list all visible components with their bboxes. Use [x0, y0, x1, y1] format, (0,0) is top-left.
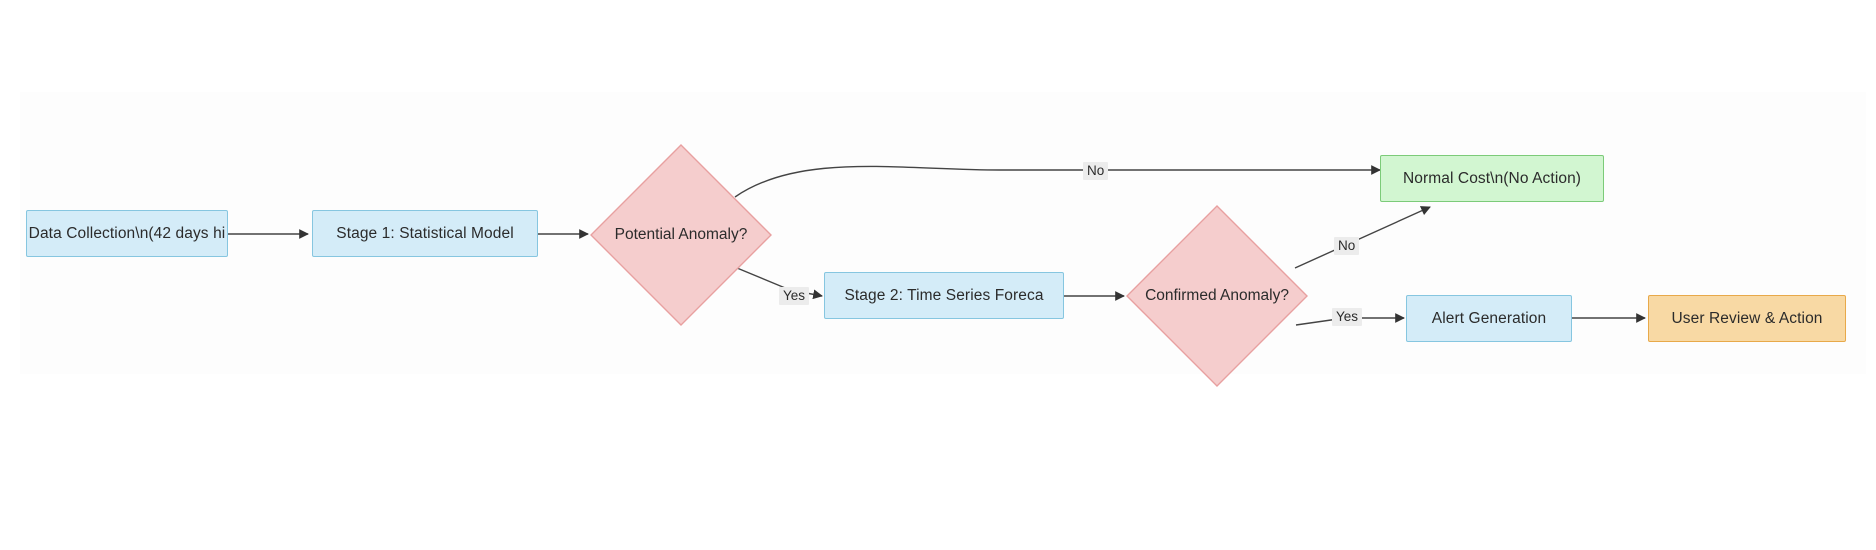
- node-confirmed-anomaly[interactable]: Confirmed Anomaly?: [1124, 203, 1310, 389]
- node-alert-generation-label: Alert Generation: [1431, 309, 1547, 327]
- edge-label-no-potential: No: [1083, 162, 1109, 181]
- node-stage-1[interactable]: Stage 1: Statistical Model: [312, 210, 538, 257]
- node-stage-2[interactable]: Stage 2: Time Series Foreca: [824, 272, 1064, 319]
- node-stage-1-label: Stage 1: Statistical Model: [336, 224, 514, 242]
- node-alert-generation[interactable]: Alert Generation: [1406, 295, 1572, 342]
- edge-confirmed-anomaly-to-normal-cost: [1294, 206, 1431, 269]
- edge-label-yes-potential: Yes: [779, 287, 810, 306]
- node-potential-anomaly[interactable]: Potential Anomaly?: [588, 142, 774, 328]
- node-stage-2-label: Stage 2: Time Series Foreca: [844, 286, 1044, 304]
- node-data-collection-label: Data Collection\n(42 days hi: [28, 224, 226, 242]
- edge-potential-anomaly-to-normal-cost: [734, 165, 1381, 198]
- node-normal-cost[interactable]: Normal Cost\n(No Action): [1380, 155, 1604, 202]
- node-confirmed-anomaly-label: Confirmed Anomaly?: [1145, 287, 1289, 304]
- node-user-review-label: User Review & Action: [1671, 309, 1823, 327]
- diamond-shape-potential-anomaly: [590, 144, 772, 326]
- diamond-shape-confirmed-anomaly: [1126, 205, 1308, 387]
- edge-label-no-confirmed: No: [1334, 237, 1360, 256]
- node-user-review[interactable]: User Review & Action: [1648, 295, 1846, 342]
- node-data-collection[interactable]: Data Collection\n(42 days hi: [26, 210, 228, 257]
- node-potential-anomaly-label: Potential Anomaly?: [614, 226, 748, 243]
- node-normal-cost-label: Normal Cost\n(No Action): [1402, 169, 1582, 187]
- edge-label-yes-confirmed: Yes: [1332, 308, 1363, 327]
